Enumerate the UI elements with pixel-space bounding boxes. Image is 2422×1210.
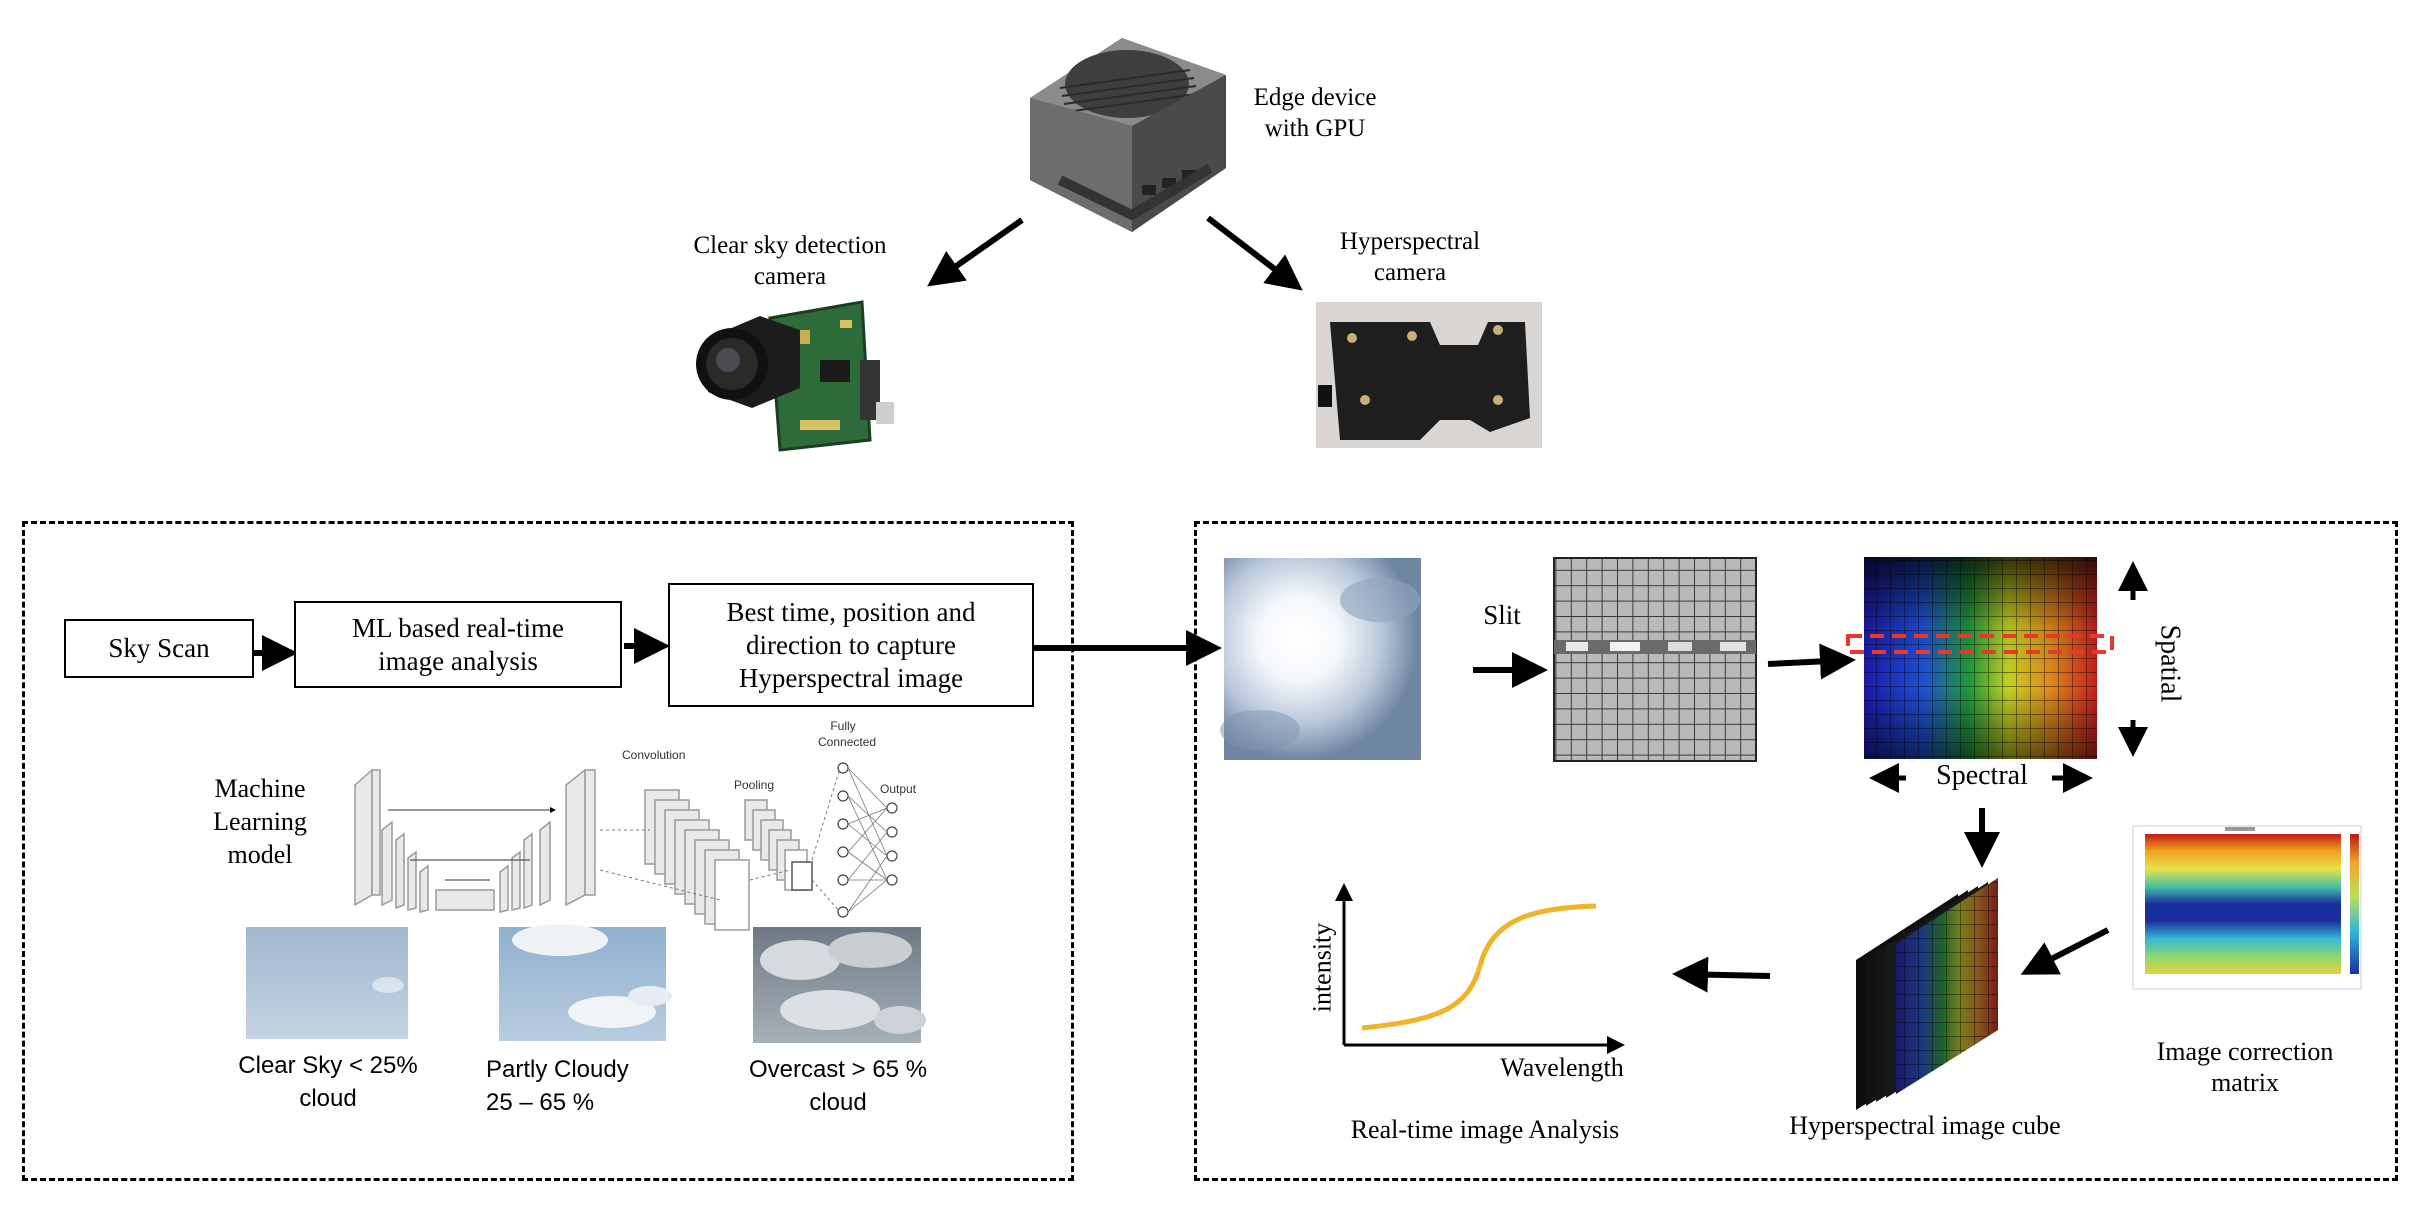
sky-class-overcast-label: Overcast > 65 % cloud	[748, 1056, 928, 1116]
sky-sun-photo	[1220, 558, 1421, 760]
spatial-row-highlight	[1846, 634, 2114, 654]
sky-class-partly-label: Partly Cloudy 25 – 65 %	[486, 1056, 629, 1116]
cnn-fully-connected-label: Fully Connected	[818, 719, 877, 749]
plot-xlabel: Wavelength	[1500, 1053, 1624, 1082]
sky-thumb-overcast	[753, 927, 926, 1043]
ml-analysis-box: ML based real-time image analysis	[294, 601, 622, 688]
cube-label: Hyperspectral image cube	[1789, 1111, 2061, 1140]
slit-grid	[1553, 557, 1757, 762]
cnn-convolution-label: Convolution	[622, 748, 686, 762]
correction-matrix-label: Image correction matrix	[2156, 1037, 2334, 1097]
sky-thumb-clear	[246, 927, 408, 1039]
arrow-to-spectral-image	[1767, 643, 1856, 680]
hyperspectral-panel	[1194, 521, 2398, 1181]
analysis-label: Real-time image Analysis	[1350, 1115, 1620, 1144]
edge-device-label: Edge device with GPU	[1253, 84, 1377, 142]
arrow-to-clear-sky-camera	[927, 217, 1024, 287]
arrow-correction-to-cube	[2020, 927, 2110, 975]
spatial-label: Spatial	[2154, 624, 2186, 703]
arrow-to-hyperspectral-camera	[1206, 215, 1303, 291]
cnn-output-label: Output	[880, 782, 917, 796]
arrow-cube-to-analysis	[1672, 956, 1771, 993]
hyperspectral-camera-label: Hyperspectral camera	[1339, 228, 1481, 286]
cnn-connections	[388, 767, 841, 913]
correction-matrix-image	[2132, 825, 2362, 990]
best-time-box: Best time, position and direction to cap…	[668, 583, 1034, 707]
ml-model-label: Machine Learning model	[213, 774, 307, 869]
spectral-label: Spectral	[1936, 760, 2028, 791]
hyperspectral-camera-image	[1316, 302, 1542, 448]
hyperspectral-cube	[1856, 878, 1998, 1110]
sky-thumb-partly	[499, 924, 672, 1041]
plot-ylabel: intensity	[1307, 922, 1337, 1013]
clear-sky-camera-label: Clear sky detection camera	[693, 232, 887, 290]
ml-panel	[22, 521, 1074, 1181]
sky-class-clear-label: Clear Sky < 25% cloud	[238, 1052, 418, 1112]
edge-device-image	[1030, 38, 1226, 232]
spectral-image	[1846, 557, 2114, 759]
sky-scan-box: Sky Scan	[64, 619, 254, 678]
clear-sky-camera-image	[696, 300, 894, 452]
intensity-plot	[1335, 883, 1625, 1054]
fully-connected-nodes	[837, 762, 898, 918]
cnn-pooling-label: Pooling	[734, 778, 775, 792]
intensity-curve	[1361, 903, 1597, 1031]
slit-label: Slit	[1483, 600, 1521, 630]
cnn-diagram	[354, 768, 813, 931]
